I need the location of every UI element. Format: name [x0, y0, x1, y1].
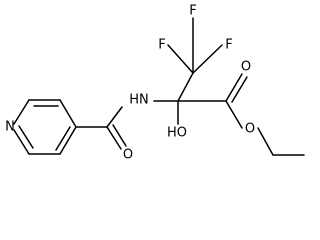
bond [257, 127, 274, 156]
atom-label-f-right: F [225, 38, 232, 53]
bond [225, 100, 243, 129]
bond [192, 44, 223, 74]
chemical-structure-diagram: F F F HN N O O O HO [5, 4, 305, 163]
bond [106, 106, 123, 128]
bond [231, 76, 248, 103]
bond [167, 44, 194, 74]
atom-label-n-ring: N [5, 120, 15, 135]
atom-label-oh: HO [167, 126, 187, 141]
atom-label-f-top: F [189, 4, 196, 19]
bond [59, 126, 77, 155]
atom-label-f-left: F [158, 38, 165, 53]
atom-label-o-ester: O [245, 122, 255, 137]
pyridine-ring [13, 99, 77, 155]
bond [177, 72, 194, 102]
bond [106, 126, 122, 150]
atom-label-o-amide: O [123, 148, 133, 163]
atom-label-o-carbonyl: O [241, 60, 251, 75]
bond [18, 125, 34, 149]
bond [112, 124, 127, 147]
bond [13, 99, 30, 125]
bond [59, 99, 77, 128]
bond [13, 129, 30, 155]
bond [55, 126, 71, 151]
atom-label-nh: HN [129, 93, 149, 108]
bond [225, 73, 243, 102]
